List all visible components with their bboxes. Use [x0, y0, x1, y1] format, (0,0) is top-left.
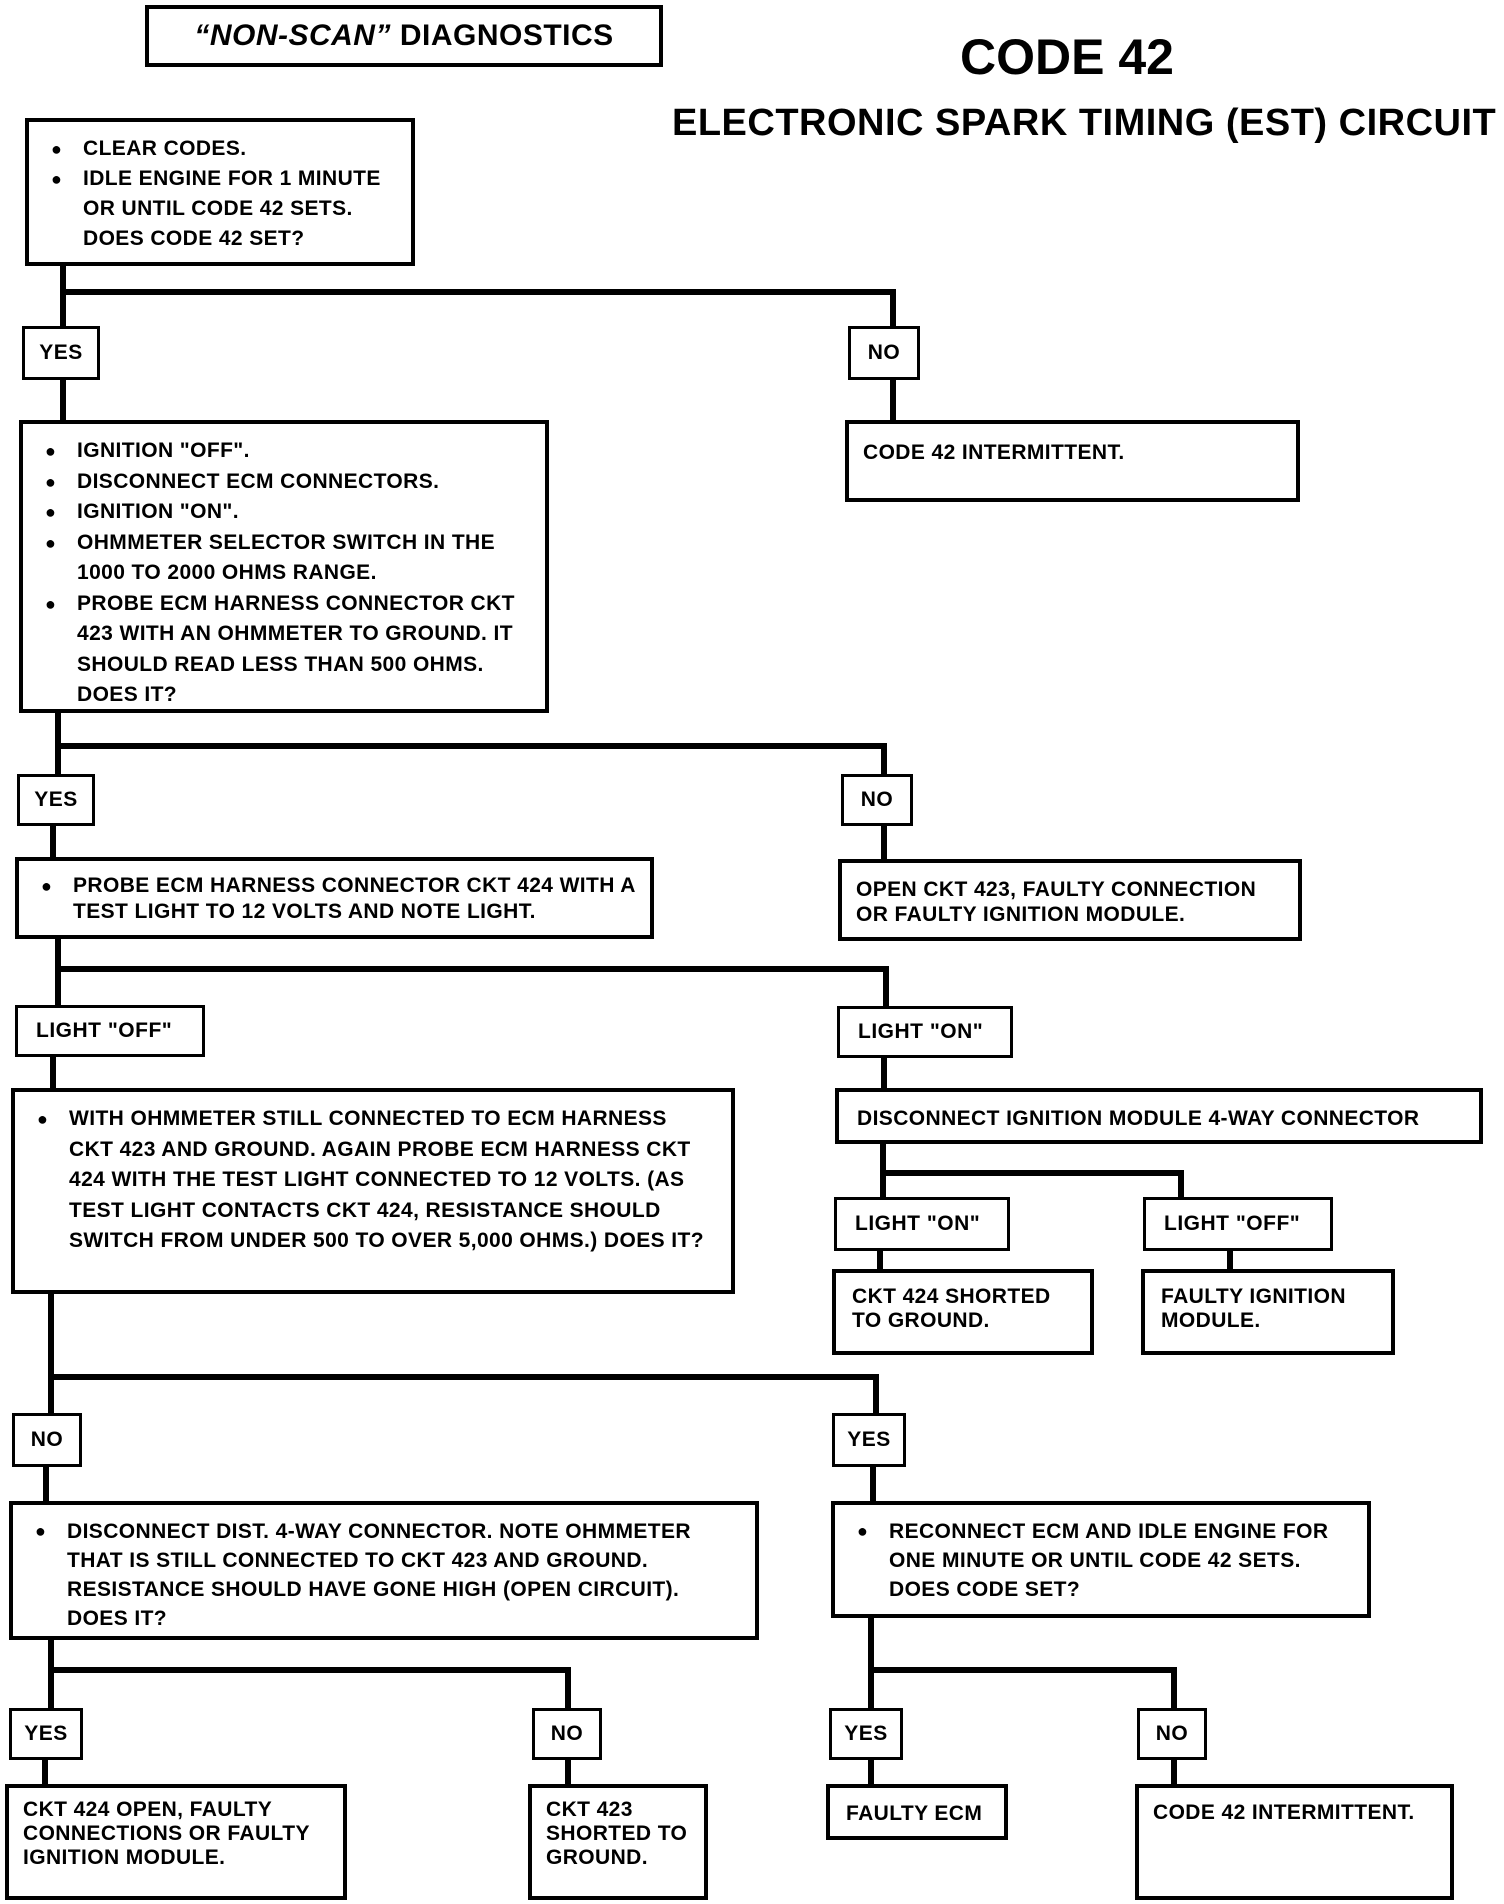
result-ckt424-open-box: CKT 424 OPEN, FAULTY CONNECTIONS OR FAUL…	[5, 1784, 347, 1900]
badge-rest-text: DIAGNOSTICS	[390, 19, 614, 52]
step-reconnect-ecm-box: RECONNECT ECM AND IDLE ENGINE FOR ONE MI…	[831, 1501, 1371, 1618]
badge-quoted-text: “NON-SCAN”	[194, 19, 391, 52]
step2-bullet-1: IGNITION "OFF".	[37, 436, 531, 467]
step2-bullet-4: OHMMETER SELECTOR SWITCH IN THE 1000 TO …	[37, 528, 531, 589]
step-ignition-off-box: IGNITION "OFF". DISCONNECT ECM CONNECTOR…	[19, 420, 549, 713]
step4-bullet-1: WITH OHMMETER STILL CONNECTED TO ECM HAR…	[29, 1104, 717, 1257]
result-5-no-text: CKT 423 SHORTED TO GROUND.	[546, 1798, 688, 1869]
result-5-yes-text: CKT 424 OPEN, FAULTY CONNECTIONS OR FAUL…	[23, 1798, 310, 1869]
step-probe-ckt424-box: PROBE ECM HARNESS CONNECTOR CKT 424 WITH…	[15, 857, 654, 939]
result-6-yes-text: FAULTY ECM	[846, 1802, 983, 1825]
branch-on-light-on-label: LIGHT "ON"	[834, 1197, 1010, 1251]
branch6-no-label: NO	[1137, 1708, 1207, 1760]
step2-bullet-2: DISCONNECT ECM CONNECTORS.	[37, 467, 531, 498]
result-ckt424-shorted-box: CKT 424 SHORTED TO GROUND.	[832, 1269, 1094, 1355]
result-on-on-text: CKT 424 SHORTED TO GROUND.	[852, 1285, 1051, 1332]
result-open-ckt-423: OPEN CKT 423, FAULTY CONNECTION OR FAULT…	[838, 859, 1302, 941]
step-disconnect-dist-connector-box: DISCONNECT DIST. 4-WAY CONNECTOR. NOTE O…	[9, 1501, 759, 1640]
non-scan-diagnostics-badge: “NON-SCAN” DIAGNOSTICS	[145, 5, 663, 67]
result-no2-text: OPEN CKT 423, FAULTY CONNECTION OR FAULT…	[856, 878, 1257, 926]
branch3-light-off-label: LIGHT "OFF"	[15, 1005, 205, 1057]
result-faulty-ignition-module-box: FAULTY IGNITION MODULE.	[1141, 1269, 1395, 1355]
result-on-off-text: FAULTY IGNITION MODULE.	[1161, 1285, 1346, 1332]
branch4-no-label: NO	[12, 1413, 82, 1467]
step-on-text: DISCONNECT IGNITION MODULE 4-WAY CONNECT…	[857, 1107, 1420, 1130]
branch5-no-label: NO	[532, 1708, 602, 1760]
step-disconnect-ignition-module-box: DISCONNECT IGNITION MODULE 4-WAY CONNECT…	[835, 1088, 1483, 1144]
branch2-no-label: NO	[841, 774, 913, 826]
step3-bullet-1: PROBE ECM HARNESS CONNECTOR CKT 424 WITH…	[33, 873, 636, 925]
step-ohmmeter-still-connected-box: WITH OHMMETER STILL CONNECTED TO ECM HAR…	[11, 1088, 735, 1294]
result-no1-text: CODE 42 INTERMITTENT.	[863, 441, 1125, 464]
code-title: CODE 42	[960, 29, 1174, 85]
branch-on-light-off-label: LIGHT "OFF"	[1143, 1197, 1333, 1251]
step1-bullet-2: IDLE ENGINE FOR 1 MINUTE OR UNTIL CODE 4…	[43, 164, 397, 254]
branch3-light-on-label: LIGHT "ON"	[837, 1006, 1013, 1058]
branch1-no-label: NO	[848, 326, 920, 380]
step-clear-codes-box: CLEAR CODES. IDLE ENGINE FOR 1 MINUTE OR…	[25, 118, 415, 266]
result-code42-intermittent-1: CODE 42 INTERMITTENT.	[845, 420, 1300, 502]
step5-bullet-1: DISCONNECT DIST. 4-WAY CONNECTOR. NOTE O…	[27, 1517, 741, 1633]
result-6-no-text: CODE 42 INTERMITTENT.	[1153, 1801, 1415, 1824]
circuit-title: ELECTRONIC SPARK TIMING (EST) CIRCUIT	[672, 102, 1497, 144]
branch1-yes-label: YES	[22, 326, 100, 380]
branch2-yes-label: YES	[17, 774, 95, 826]
result-ckt423-shorted-box: CKT 423 SHORTED TO GROUND.	[528, 1784, 708, 1900]
branch4-yes-label: YES	[832, 1413, 906, 1467]
result-code42-intermittent-2: CODE 42 INTERMITTENT.	[1135, 1784, 1454, 1900]
step2-bullet-3: IGNITION "ON".	[37, 497, 531, 528]
step1-bullet-1: CLEAR CODES.	[43, 134, 397, 164]
step6-bullet-1: RECONNECT ECM AND IDLE ENGINE FOR ONE MI…	[849, 1517, 1353, 1604]
step2-bullet-5: PROBE ECM HARNESS CONNECTOR CKT 423 WITH…	[37, 589, 531, 711]
branch5-yes-label: YES	[9, 1708, 83, 1760]
branch6-yes-label: YES	[829, 1708, 903, 1760]
result-faulty-ecm-box: FAULTY ECM	[826, 1784, 1008, 1840]
